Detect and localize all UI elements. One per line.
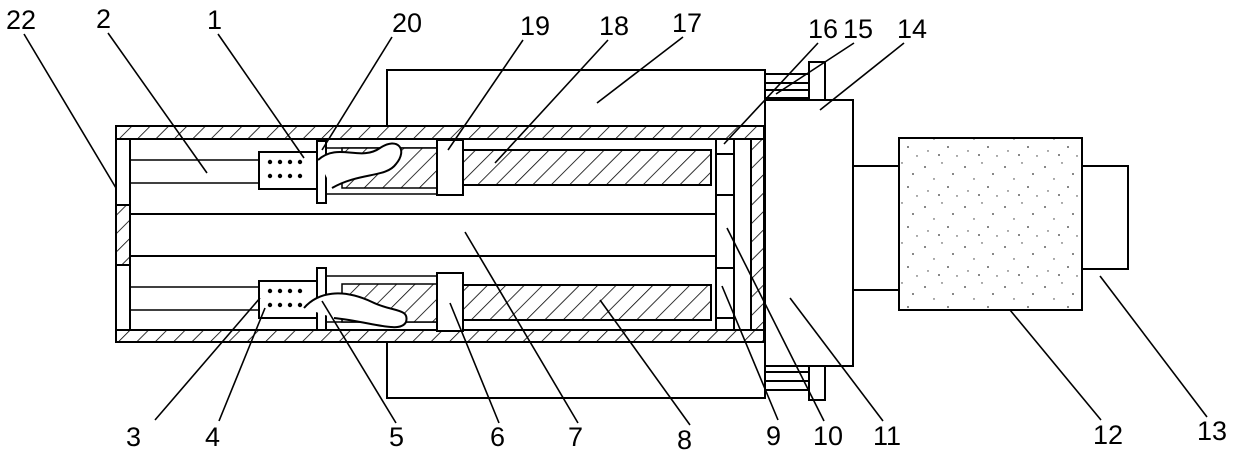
part-label-2: 2 — [96, 4, 111, 34]
leader-line-14 — [820, 43, 904, 110]
part-label-20: 20 — [392, 8, 422, 38]
part-label-4: 4 — [205, 422, 220, 452]
part-label-5: 5 — [389, 422, 404, 452]
upper-assembly — [130, 140, 711, 203]
part-label-12: 12 — [1093, 420, 1123, 450]
part-label-1: 1 — [207, 5, 222, 35]
leader-line-13 — [1100, 276, 1207, 417]
lower-assembly — [130, 268, 711, 331]
leader-line-4 — [219, 308, 265, 421]
housing — [765, 100, 853, 366]
part-label-13: 13 — [1197, 416, 1227, 446]
part-label-15: 15 — [843, 14, 873, 44]
part-label-19: 19 — [520, 11, 550, 41]
central-rod — [130, 214, 716, 256]
part-label-6: 6 — [490, 422, 505, 452]
part-label-22: 22 — [6, 5, 36, 35]
outer-frame — [387, 70, 765, 398]
part-label-17: 17 — [672, 8, 702, 38]
leader-line-12 — [1010, 310, 1101, 420]
part-label-3: 3 — [126, 422, 141, 452]
part-label-8: 8 — [677, 425, 692, 455]
part-label-9: 9 — [766, 421, 781, 451]
leader-line-7 — [465, 232, 578, 423]
end-plates — [716, 139, 751, 330]
part-label-7: 7 — [568, 422, 583, 452]
part-label-11: 11 — [873, 421, 901, 451]
leader-line-18 — [495, 40, 608, 163]
part-label-10: 10 — [813, 421, 843, 451]
motor-assembly — [853, 138, 1128, 310]
part-label-16: 16 — [808, 14, 838, 44]
leader-line-22 — [24, 34, 116, 188]
part-label-18: 18 — [599, 11, 629, 41]
part-label-14: 14 — [897, 14, 927, 44]
